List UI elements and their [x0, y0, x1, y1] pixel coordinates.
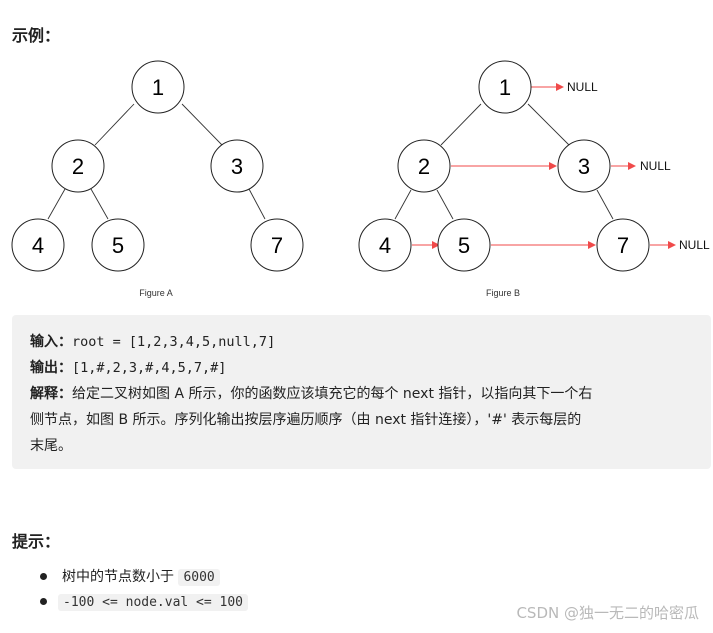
explain-line-2: 侧节点，如图 B 所示。序列化输出按层序遍历顺序（由 next 指针连接），'#… — [30, 407, 693, 433]
figure-b-caption: Figure B — [486, 288, 520, 298]
svg-text:7: 7 — [271, 233, 283, 258]
figure-b-node-4: 4 — [358, 218, 412, 272]
explain-label: 解释： — [30, 386, 72, 402]
explain-text-1: 给定二叉树如图 A 所示，你的函数应该填充它的每个 next 指针，以指向其下一… — [72, 386, 593, 402]
input-value: root = [1,2,3,4,5,null,7] — [72, 334, 276, 350]
hint-text: 树中的节点数小于 — [62, 569, 174, 585]
null-label-level-2: NULL — [640, 159, 671, 173]
svg-text:5: 5 — [112, 233, 124, 258]
hint-heading: 提示： — [12, 532, 61, 551]
figure-b-node-2: 2 — [397, 139, 451, 193]
watermark: CSDN @独一无二的哈密瓜 — [516, 604, 699, 622]
output-value: [1,#,2,3,#,4,5,7,#] — [72, 360, 227, 376]
list-item: 树中的节点数小于 6000 — [40, 566, 248, 589]
list-item: -100 <= node.val <= 100 — [40, 591, 249, 614]
input-label: 输入： — [30, 334, 72, 350]
figure-a-edges — [47, 103, 266, 220]
explain-line-1: 解释：给定二叉树如图 A 所示，你的函数应该填充它的每个 next 指针，以指向… — [30, 381, 693, 407]
svg-text:3: 3 — [231, 154, 243, 179]
explain-text-3: 末尾。 — [30, 438, 72, 454]
figure-a-node-2: 2 — [51, 139, 105, 193]
tree-figure: 1 2 3 4 5 7 Figure A — [11, 60, 710, 298]
hint-code: -100 <= node.val <= 100 — [58, 594, 249, 611]
svg-text:2: 2 — [418, 154, 430, 179]
figure-a-caption: Figure A — [139, 288, 173, 298]
figure-b-node-7: 7 — [596, 218, 650, 272]
figure-a-node-3: 3 — [210, 139, 264, 193]
svg-text:5: 5 — [458, 233, 470, 258]
figure-a-node-5: 5 — [91, 218, 145, 272]
svg-text:4: 4 — [32, 233, 44, 258]
svg-text:2: 2 — [72, 154, 84, 179]
explain-text-2: 侧节点，如图 B 所示。序列化输出按层序遍历顺序（由 next 指针连接），'#… — [30, 412, 582, 428]
svg-text:3: 3 — [578, 154, 590, 179]
figure-a-node-4: 4 — [11, 218, 65, 272]
svg-text:4: 4 — [379, 233, 391, 258]
example-heading: 示例： — [12, 26, 61, 45]
null-label-level-3: NULL — [679, 238, 710, 252]
svg-text:7: 7 — [617, 233, 629, 258]
svg-text:1: 1 — [152, 75, 164, 100]
example-block: 输入：root = [1,2,3,4,5,null,7] 输出：[1,#,2,3… — [12, 315, 711, 469]
figure-a-node-1: 1 — [131, 60, 185, 114]
figure-b-edges — [394, 103, 614, 220]
input-line: 输入：root = [1,2,3,4,5,null,7] — [30, 329, 693, 355]
null-label-level-1: NULL — [567, 80, 598, 94]
hint-code: 6000 — [178, 569, 220, 586]
figure-a-node-7: 7 — [250, 218, 304, 272]
figure-b-node-1: 1 — [478, 60, 532, 114]
svg-text:1: 1 — [499, 75, 511, 100]
hint-list: 树中的节点数小于 6000 -100 <= node.val <= 100 — [40, 566, 249, 616]
output-line: 输出：[1,#,2,3,#,4,5,7,#] — [30, 355, 693, 381]
figure-b-node-3: 3 — [557, 139, 611, 193]
figure-b-next-pointers — [412, 83, 676, 249]
figure-b-node-5: 5 — [437, 218, 491, 272]
explain-line-3: 末尾。 — [30, 433, 693, 459]
output-label: 输出： — [30, 360, 72, 376]
